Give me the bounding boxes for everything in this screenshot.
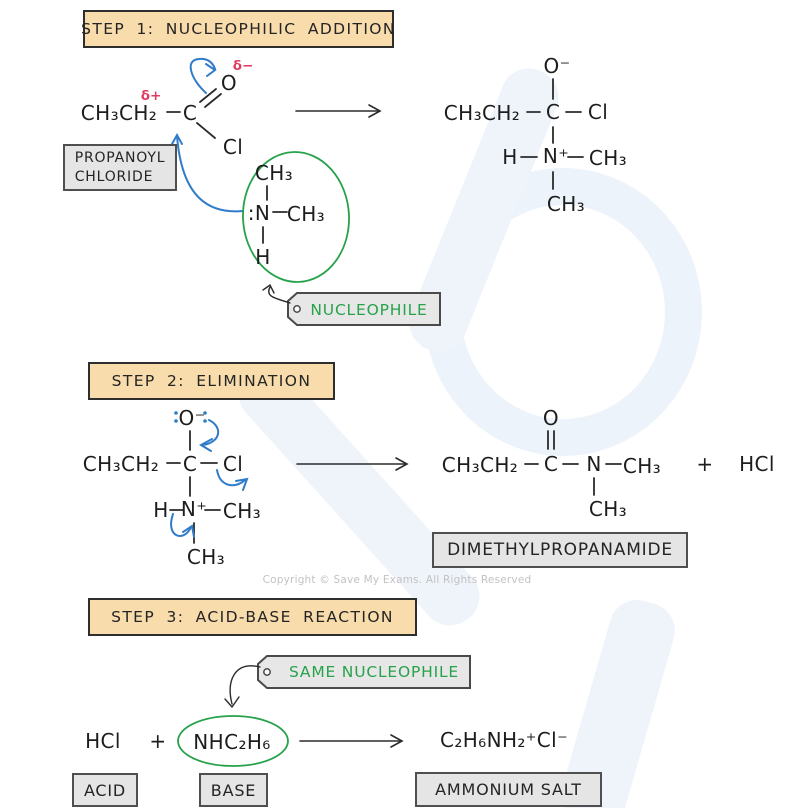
step1-title: STEP 1: NUCLEOPHILIC ADDITION: [81, 20, 396, 38]
electron-arrow-oxygen: [198, 419, 219, 452]
step1-product-methyl-bottom: CH₃: [546, 192, 586, 216]
tag-pointer-arrow: [262, 283, 291, 304]
step1-product-carbon: C: [545, 100, 561, 124]
electron-arrow-nucleophile-attack: [171, 132, 244, 213]
step2-reactant-bonds: [166, 430, 221, 544]
step2-plus-sign: +: [696, 452, 714, 476]
ammonium-salt-label: AMMONIUM SALT: [435, 780, 582, 799]
amine-methyl-right: CH₃: [286, 202, 326, 226]
reaction-arrow-step2: [296, 457, 409, 471]
reaction-arrow-step3: [299, 734, 404, 748]
propanoyl-chloride-label: PROPANOYL CHLORIDE: [74, 149, 166, 185]
nucleophile-circle: [242, 151, 350, 283]
tag-hole-icon: [293, 305, 301, 313]
base-circle: [177, 715, 289, 767]
step2-reactant-hydrogen: H: [153, 498, 169, 522]
step1-product-chain: CH₃CH₂: [443, 101, 521, 125]
step1-product-methyl-right: CH₃: [588, 146, 628, 170]
step2-product-oxygen: O: [542, 406, 560, 430]
nucleophile-tag: [262, 283, 441, 326]
step2-product-nitrogen: N: [586, 452, 602, 476]
step1-product-oxygen: O⁻: [543, 54, 571, 78]
copyright-text: Copyright © Save My Exams. All Rights Re…: [262, 574, 532, 586]
acid-label-box: ACID: [72, 773, 138, 807]
reaction-arrow-step1: [295, 104, 382, 118]
step2-reactant-oxygen: O⁻: [178, 406, 206, 430]
step2-product-methyl-bottom: CH₃: [588, 497, 628, 521]
step2-reactant-chain: CH₃CH₂: [82, 452, 160, 476]
step3-base-formula: NHC₂H₆: [193, 730, 271, 754]
step1-title-box: STEP 1: NUCLEOPHILIC ADDITION: [81, 10, 396, 48]
step1-product-chlorine: Cl: [587, 100, 609, 124]
step2-title: STEP 2: ELIMINATION: [111, 372, 312, 390]
base-label-box: BASE: [199, 773, 268, 807]
base-label: BASE: [210, 780, 257, 800]
step1-product-hydrogen: H: [502, 145, 518, 169]
electron-arrow-co-bond: [189, 57, 217, 94]
tag-hole-icon: [263, 668, 271, 676]
step2-reactant-chlorine: Cl: [222, 452, 244, 476]
dimethylpropanamide-label-box: DIMETHYLPROPANAMIDE: [432, 532, 688, 568]
amine-methyl-top: CH₃: [254, 161, 294, 185]
dimethylpropanamide-label: DIMETHYLPROPANAMIDE: [447, 540, 673, 560]
step2-reactant-methyl-right: CH₃: [222, 499, 262, 523]
propanoyl-chloride-label-box: PROPANOYL CHLORIDE: [63, 144, 177, 191]
step1-product-bonds: [520, 78, 584, 190]
acid-label: ACID: [83, 780, 127, 800]
delta-minus: δ−: [232, 58, 254, 74]
step3-plus-sign: +: [149, 729, 167, 753]
step1-product-nitrogen: N⁺: [542, 144, 570, 168]
step1-reactant-oxygen: O: [220, 71, 238, 95]
electron-arrow-c-cl: [216, 469, 249, 491]
step3-title: STEP 3: ACID-BASE REACTION: [111, 608, 394, 626]
step2-product-bonds: [524, 430, 622, 496]
step2-reactant-methyl-bottom: CH₃: [186, 545, 226, 569]
step1-reactant-carbon: C: [182, 101, 198, 125]
ammonium-salt-label-box: AMMONIUM SALT: [415, 772, 602, 807]
step2-byproduct-hcl: HCl: [739, 452, 775, 476]
amine-nitrogen: :N: [247, 201, 271, 225]
step1-reactant-chain: CH₃CH₂: [80, 101, 158, 125]
nucleophile-tag-label: NUCLEOPHILE: [310, 301, 428, 319]
amine-hydrogen: H: [255, 245, 271, 269]
step3-product-formula: C₂H₆NH₂⁺Cl⁻: [439, 728, 569, 752]
step3-title-box: STEP 3: ACID-BASE REACTION: [88, 598, 417, 636]
step2-reactant-nitrogen: N⁺: [180, 497, 208, 521]
step2-title-box: STEP 2: ELIMINATION: [88, 362, 335, 400]
tag-pointer-arrow: [224, 665, 261, 709]
same-nucleophile-tag-label: SAME NUCLEOPHILE: [288, 663, 460, 681]
same-nucleophile-tag: [224, 655, 471, 709]
electron-arrow-h-n: [170, 513, 195, 538]
step1-reactant-bonds: [166, 88, 222, 139]
step1-amine-bonds: [262, 185, 288, 244]
lone-pair-dots: [174, 411, 207, 423]
step2-product-chain: CH₃CH₂: [441, 453, 519, 477]
step1-reactant-chlorine: Cl: [222, 135, 244, 159]
step2-product-methyl-right: CH₃: [622, 454, 662, 478]
step3-acid-formula: HCl: [85, 729, 121, 753]
step2-product-carbon: C: [543, 452, 559, 476]
delta-plus: δ+: [140, 88, 162, 104]
step2-reactant-carbon: C: [182, 452, 198, 476]
